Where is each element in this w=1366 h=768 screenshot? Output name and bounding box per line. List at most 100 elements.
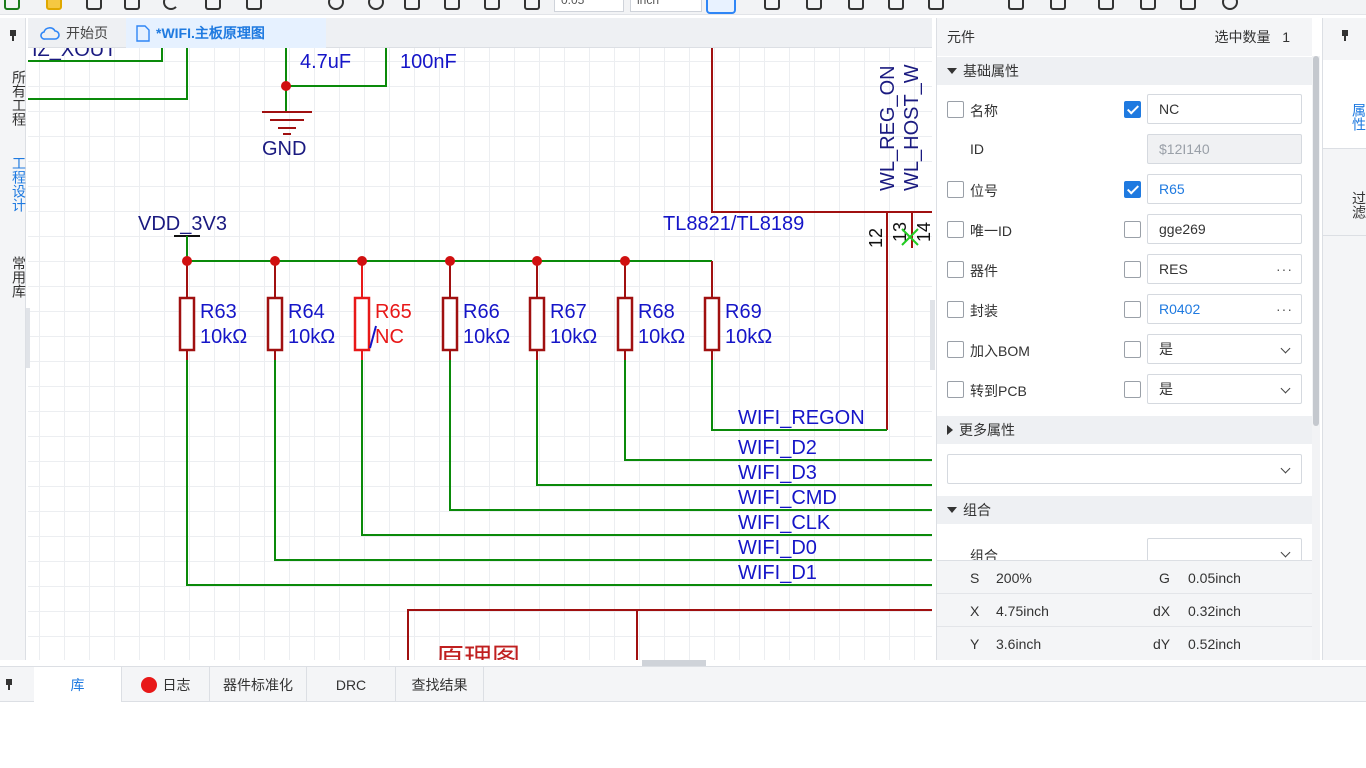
bottom-tab-find-results[interactable]: 查找结果 <box>396 667 484 702</box>
tab-project-design[interactable]: 工程设计 <box>11 156 27 212</box>
property-show-value-checkbox[interactable] <box>1124 101 1141 118</box>
zoom-out-icon[interactable] <box>368 0 384 10</box>
cut-icon[interactable] <box>205 0 221 10</box>
property-value-field[interactable]: 是 <box>1147 374 1302 404</box>
net-wire <box>186 360 932 586</box>
bus-tool-icon[interactable] <box>806 0 822 10</box>
pin-icon[interactable] <box>8 30 18 42</box>
property-value-field[interactable]: R0402··· <box>1147 294 1302 324</box>
property-value-field[interactable]: R65 <box>1147 174 1302 204</box>
zoom-in-icon[interactable] <box>328 0 344 10</box>
arc-tool-icon[interactable] <box>1222 0 1238 10</box>
pin-icon[interactable] <box>1340 30 1350 42</box>
pin-number-12: 12 <box>866 228 886 248</box>
power-port-icon[interactable] <box>928 0 944 10</box>
status-scale-grid: S 200% G 0.05inch <box>937 561 1312 594</box>
property-show-value-checkbox[interactable] <box>1124 221 1141 238</box>
property-value-field[interactable]: 是 <box>1147 334 1302 364</box>
more-options-icon[interactable]: ··· <box>1276 261 1293 277</box>
property-row: ID$12I140 <box>937 130 1312 170</box>
property-value-field[interactable]: NC <box>1147 94 1302 124</box>
no-connect-tool-icon[interactable] <box>1050 0 1066 10</box>
bottom-panel-tabs: 库 日志 器件标准化 DRC 查找结果 <box>0 666 1366 702</box>
pin-icon[interactable] <box>4 679 14 691</box>
group-select[interactable] <box>1147 538 1302 560</box>
bottom-tab-log[interactable]: 日志 <box>122 667 210 702</box>
property-show-value-checkbox[interactable] <box>1124 181 1141 198</box>
arrow-tool-icon[interactable] <box>1180 0 1196 10</box>
group-label: 组合 <box>970 548 998 560</box>
property-show-value-checkbox[interactable] <box>1124 261 1141 278</box>
find-icon[interactable] <box>246 0 262 10</box>
property-visible-checkbox[interactable] <box>947 301 964 318</box>
property-label: ID <box>970 141 984 157</box>
bottom-splitter[interactable] <box>642 660 706 666</box>
component-icon[interactable] <box>4 0 20 10</box>
net-flag-icon[interactable] <box>888 0 904 10</box>
property-visible-checkbox[interactable] <box>947 101 964 118</box>
more-properties-select[interactable] <box>947 454 1302 484</box>
wire-tool-icon[interactable] <box>764 0 780 10</box>
grid-icon[interactable] <box>524 0 540 10</box>
chip-outline <box>711 48 932 213</box>
resistor-body <box>528 296 546 352</box>
tab-common-library[interactable]: 常用库 <box>11 256 27 298</box>
save-icon[interactable] <box>86 0 102 10</box>
property-visible-checkbox[interactable] <box>947 381 964 398</box>
status-x: X 4.75inch dX 0.32inch <box>937 594 1312 627</box>
zoom-area-icon[interactable] <box>484 0 500 10</box>
tab-schematic-document[interactable]: *WIFI.主板原理图 <box>126 18 326 48</box>
no-connect-marker <box>901 228 919 246</box>
property-visible-checkbox[interactable] <box>947 221 964 238</box>
folder-icon[interactable] <box>46 0 62 10</box>
canvas-right-splitter[interactable] <box>930 300 935 370</box>
property-label: 名称 <box>970 103 998 119</box>
property-value-field[interactable]: RES··· <box>1147 254 1302 284</box>
fit-selection-icon[interactable] <box>444 0 460 10</box>
property-show-value-checkbox[interactable] <box>1124 341 1141 358</box>
property-show-value-checkbox[interactable] <box>1124 381 1141 398</box>
property-visible-checkbox[interactable] <box>947 261 964 278</box>
snap-toggle-button[interactable] <box>706 0 736 14</box>
resistor-ref-r63: R63 <box>200 301 237 323</box>
pin-tool-icon[interactable] <box>1008 0 1024 10</box>
more-options-icon[interactable]: ··· <box>1276 301 1293 317</box>
tab-filter[interactable]: 过滤 <box>1323 148 1366 236</box>
scroll-thumb[interactable] <box>1313 56 1319 426</box>
schematic-canvas[interactable]: IZ_XOUT 4.7uF 100nF GND WL_REG_ON WL_HOS… <box>28 48 932 660</box>
schematic-drawing: IZ_XOUT 4.7uF 100nF GND WL_REG_ON WL_HOS… <box>28 48 932 660</box>
section-more-properties[interactable]: 更多属性 <box>937 416 1312 444</box>
save-all-icon[interactable] <box>124 0 140 10</box>
section-group[interactable]: 组合 <box>937 496 1312 524</box>
junction-dot <box>445 256 455 266</box>
fit-all-icon[interactable] <box>404 0 420 10</box>
property-show-value-checkbox[interactable] <box>1124 301 1141 318</box>
bottom-tab-library[interactable]: 库 <box>34 667 122 702</box>
resistor-body <box>616 296 634 352</box>
bottom-tab-drc[interactable]: DRC <box>307 667 396 702</box>
undo-icon[interactable] <box>163 0 179 10</box>
cross-tool-icon[interactable] <box>1098 0 1114 10</box>
net-wire <box>274 360 932 561</box>
property-value-field[interactable]: gge269 <box>1147 214 1302 244</box>
tab-properties[interactable]: 属性 <box>1323 60 1366 148</box>
collapse-icon <box>947 68 957 74</box>
properties-scrollbar[interactable] <box>1312 56 1320 660</box>
gnd-symbol <box>262 111 312 135</box>
net-label-wifi-d0: WIFI_D0 <box>738 537 817 559</box>
selected-count: 选中数量 1 <box>1214 29 1290 45</box>
line-tool-icon[interactable] <box>1140 0 1156 10</box>
property-visible-checkbox[interactable] <box>947 181 964 198</box>
bottom-tab-standardize[interactable]: 器件标准化 <box>210 667 307 702</box>
section-basic-properties[interactable]: 基础属性 <box>937 57 1312 85</box>
net-label-icon[interactable] <box>848 0 864 10</box>
document-tab-bar: 开始页 *WIFI.主板原理图 <box>28 18 932 48</box>
canvas-left-splitter[interactable] <box>26 308 30 368</box>
junction-dot <box>532 256 542 266</box>
zoom-value-input[interactable]: 0.05 <box>554 0 624 12</box>
tab-all-projects[interactable]: 所有工程 <box>11 70 27 126</box>
tab-start-page[interactable]: 开始页 <box>30 18 125 48</box>
property-visible-checkbox[interactable] <box>947 341 964 358</box>
unit-select[interactable]: inch <box>630 0 702 12</box>
